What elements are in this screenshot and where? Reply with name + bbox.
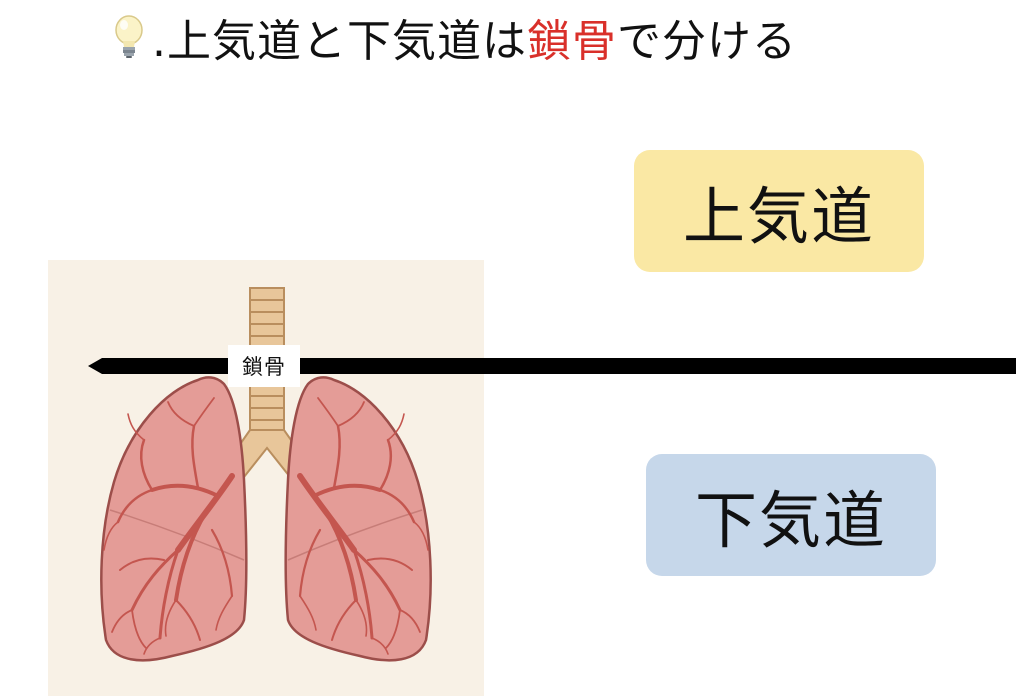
clavicle-divider-line	[88, 358, 1016, 374]
left-lung	[100, 376, 248, 662]
lower-airway-label: 下気道	[694, 484, 887, 557]
right-bronchi	[297, 397, 429, 655]
title-prefix: .上気道と下気道は	[152, 16, 527, 67]
upper-airway-box: 上気道	[634, 150, 924, 272]
clavicle-label: 鎖骨	[228, 345, 300, 387]
lightbulb-icon	[115, 15, 143, 58]
title-highlight: 鎖骨	[527, 16, 617, 67]
title-suffix: で分ける	[617, 16, 797, 67]
lungs-illustration	[48, 260, 484, 696]
lower-airway-box: 下気道	[646, 454, 936, 576]
left-bronchi	[103, 397, 235, 655]
page-title: .上気道と下気道は鎖骨で分ける	[112, 2, 797, 72]
right-lung	[284, 376, 432, 662]
upper-airway-label: 上気道	[682, 180, 875, 253]
clavicle-label-text: 鎖骨	[242, 355, 286, 379]
